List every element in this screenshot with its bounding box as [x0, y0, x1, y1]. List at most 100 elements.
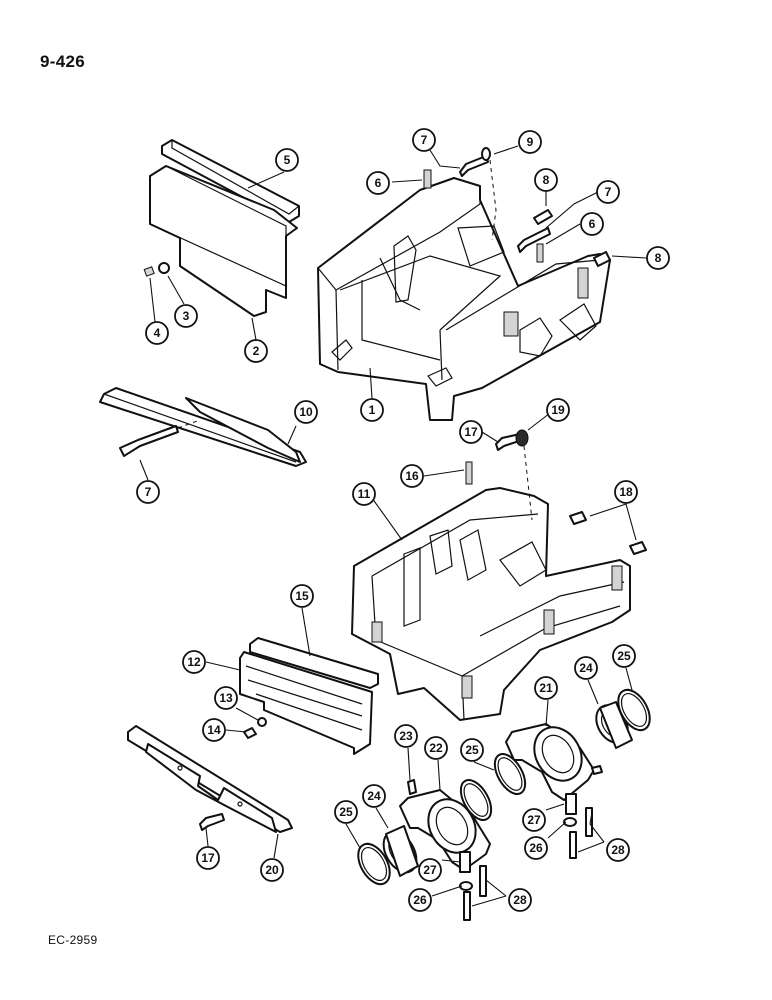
- part-7-bolt-top: [459, 155, 489, 177]
- part-19-washer-mid: [515, 429, 533, 521]
- callout-label: 1: [369, 403, 376, 417]
- part-27-sleeve-right: [565, 793, 577, 815]
- callout-label: 8: [655, 251, 662, 265]
- callout-label: 21: [539, 681, 553, 695]
- part-25-ring-right: [617, 688, 651, 732]
- callout-label: 24: [579, 661, 593, 675]
- part-7-bolt-left: [119, 419, 201, 457]
- callout: 18: [614, 480, 638, 504]
- part-9-washer-top: [481, 147, 497, 241]
- callout-label: 28: [611, 843, 625, 857]
- part-10-plate: [99, 387, 307, 467]
- callout: 3: [174, 304, 198, 328]
- callout-label: 16: [405, 469, 419, 483]
- callout-label: 6: [375, 176, 382, 190]
- callout-label: 4: [154, 326, 161, 340]
- part-25-ring-center: [459, 779, 493, 821]
- part-20-bracket: [127, 725, 293, 833]
- callout: 24: [574, 656, 598, 680]
- callout: 21: [534, 676, 558, 700]
- callout: 2: [244, 339, 268, 363]
- callout-label: 15: [295, 589, 309, 603]
- callout-label: 3: [183, 309, 190, 323]
- part-2-panel: [149, 165, 298, 317]
- page-number: 9-426: [40, 52, 85, 71]
- callout: 6: [580, 212, 604, 236]
- callout: 7: [412, 128, 436, 152]
- callout: 25: [460, 738, 484, 762]
- part-6-pin-top: [423, 169, 432, 189]
- part-8-dowel-top: [533, 209, 553, 225]
- callout: 15: [290, 584, 314, 608]
- part-4-screw: [143, 266, 155, 277]
- part-18-dowels: [569, 511, 647, 555]
- callout-label: 25: [617, 649, 631, 663]
- callout: 10: [294, 400, 318, 424]
- part-11-lower-housing: [351, 487, 631, 721]
- callout: 6: [366, 171, 390, 195]
- callout-label: 26: [413, 893, 427, 907]
- callout-label: 25: [339, 805, 353, 819]
- part-15-strip: [249, 637, 379, 689]
- callout-label: 9: [527, 135, 534, 149]
- part-26-washer-right: [563, 817, 577, 827]
- part-23-grease-fitting: [407, 779, 417, 795]
- part-22-bearing-housing: [399, 789, 491, 871]
- part-1-upper-housing: [317, 177, 611, 421]
- leader-lines: [139, 145, 647, 907]
- part-5-strip: [161, 139, 300, 223]
- callout: 20: [260, 858, 284, 882]
- part-12-panel: [239, 651, 373, 755]
- callout: 7: [596, 180, 620, 204]
- callout-label: 25: [465, 743, 479, 757]
- callout: 19: [546, 398, 570, 422]
- callout: 7: [136, 480, 160, 504]
- callout: 9: [518, 130, 542, 154]
- callout-label: 2: [253, 344, 260, 358]
- callout: 27: [522, 808, 546, 832]
- callout-label: 7: [145, 485, 152, 499]
- callout-label: 14: [207, 723, 221, 737]
- callout: 8: [534, 168, 558, 192]
- callout-label: 7: [605, 185, 612, 199]
- part-25-ring-mid: [493, 753, 527, 795]
- callout: 17: [459, 420, 483, 444]
- callout: 27: [418, 858, 442, 882]
- callout: 26: [524, 836, 548, 860]
- callout-label: 24: [367, 789, 381, 803]
- callout-label: 20: [265, 863, 279, 877]
- part-6-pin-right: [536, 243, 544, 263]
- callout: 24: [362, 784, 386, 808]
- part-8-dowel-right: [593, 251, 611, 267]
- callout-label: 11: [358, 487, 371, 501]
- callout: 25: [334, 800, 358, 824]
- callout: 22: [424, 736, 448, 760]
- callout-label: 28: [513, 893, 527, 907]
- callout-label: 18: [619, 485, 633, 499]
- callout: 4: [145, 321, 169, 345]
- callout: 1: [360, 398, 384, 422]
- part-25-ring-left: [357, 842, 391, 886]
- callout-label: 6: [589, 217, 596, 231]
- figure-code: EC-2959: [48, 933, 98, 947]
- part-16-pin-mid: [465, 461, 473, 485]
- part-13-washer: [257, 717, 267, 727]
- callout: 8: [646, 246, 670, 270]
- part-27-sleeve-left: [459, 851, 471, 873]
- part-3-washer: [158, 262, 170, 274]
- callout: 16: [400, 464, 424, 488]
- callout-label: 12: [187, 655, 201, 669]
- callout-label: 10: [299, 405, 313, 419]
- callout: 25: [612, 644, 636, 668]
- callout: 28: [508, 888, 532, 912]
- callout: 28: [606, 838, 630, 862]
- callout-label: 8: [543, 173, 550, 187]
- callout: 12: [182, 650, 206, 674]
- part-24-sleeve-right: [595, 701, 633, 749]
- part-14-screw: [243, 727, 257, 739]
- part-21-bearing-housing: [505, 723, 603, 801]
- callout-label: 27: [527, 813, 541, 827]
- part-7-bolt-right: [517, 227, 551, 253]
- callout: 26: [408, 888, 432, 912]
